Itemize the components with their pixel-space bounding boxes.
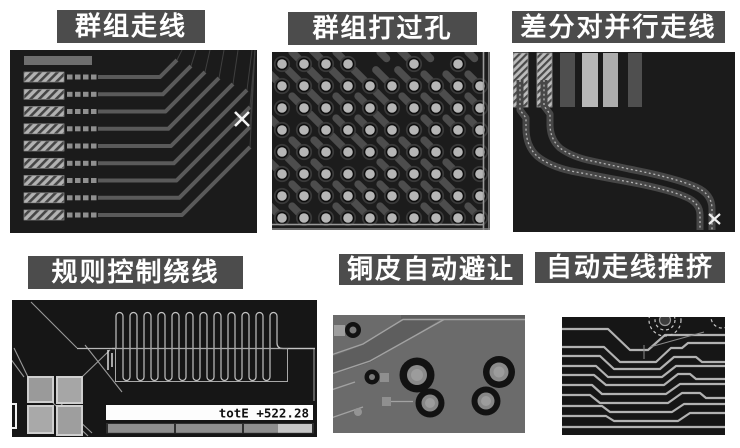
panel-push-shove-image	[562, 317, 725, 435]
panel-copper-avoid-image	[333, 315, 525, 433]
tote-length-readout: totE +522.28	[219, 406, 309, 421]
pour-outline-traces	[333, 318, 525, 419]
via-keepouts	[399, 356, 515, 418]
silkscreen-marks	[107, 350, 113, 370]
diff-pair-traces	[516, 80, 716, 230]
ratsnest-lines	[643, 331, 705, 359]
panel-rule-meander-image: totE +522.28	[12, 300, 317, 437]
serpentine-trace	[112, 311, 315, 382]
pcb-canvas-copper-avoid	[333, 315, 525, 433]
meander-selection-box	[115, 348, 288, 382]
pcb-canvas-diff-pair	[513, 52, 735, 232]
pcb-canvas-group-routing	[10, 50, 257, 233]
window-edge-lines	[272, 52, 490, 230]
caption-copper-auto-avoid: 铜皮自动避让	[339, 254, 523, 285]
panel-diff-pair-image	[513, 52, 735, 232]
pcb-canvas-group-via	[272, 52, 490, 230]
caption-auto-route-push-shove: 自动走线推挤	[535, 252, 725, 283]
caption-rule-controlled-meander: 规则控制绕线	[28, 256, 243, 289]
panel-group-routing-image	[10, 50, 257, 233]
bus-label-bar	[24, 56, 92, 65]
caption-group-via-drilling: 群组打过孔	[288, 12, 477, 45]
caption-diff-pair-parallel: 差分对并行走线	[512, 11, 725, 43]
component-pads	[27, 376, 83, 436]
status-readout: totE +522.28	[104, 403, 315, 434]
pushed-traces	[562, 327, 725, 429]
partial-pad-outline	[12, 403, 17, 429]
trace-channel-band	[333, 319, 441, 375]
crosshair-cursor-icon	[234, 111, 250, 127]
pcb-canvas-push-shove	[562, 317, 725, 435]
pcb-canvas-rule-meander: totE +522.28	[12, 300, 317, 437]
caption-group-routing: 群组走线	[57, 10, 205, 43]
small-vias-and-pads	[334, 322, 391, 416]
crosshair-cursor-icon	[708, 213, 721, 225]
selected-via	[648, 317, 725, 337]
panel-group-via-drilling-image	[272, 52, 490, 230]
